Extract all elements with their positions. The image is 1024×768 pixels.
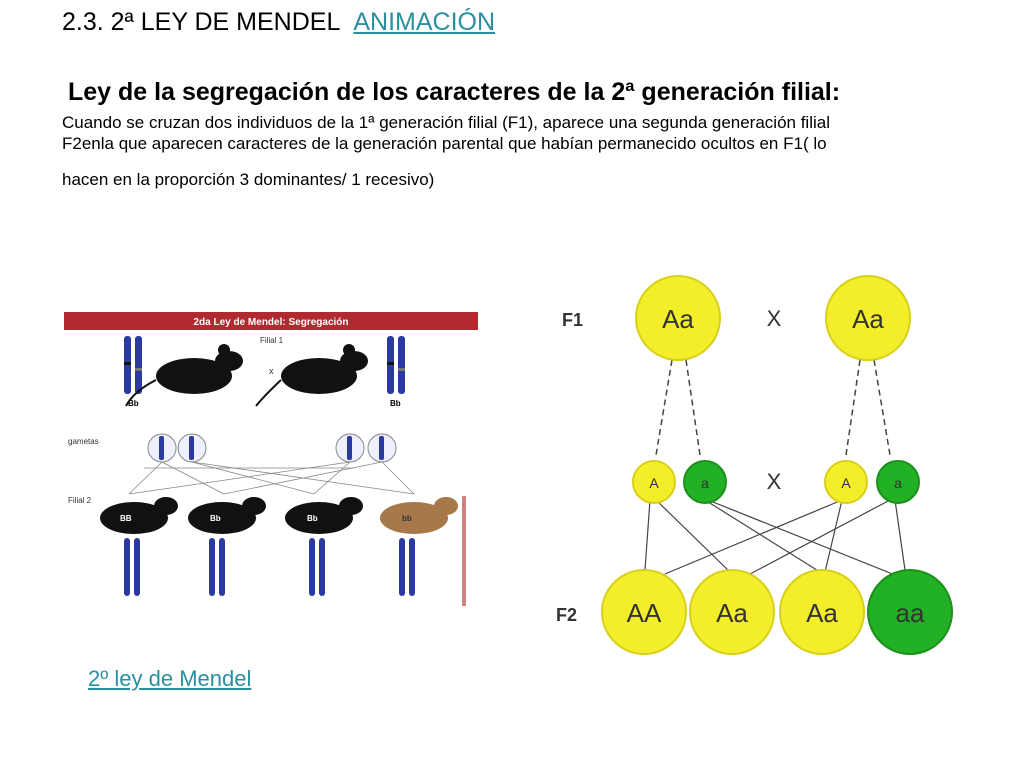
offspring-genotype-3: Bb — [307, 514, 318, 523]
offspring-mouse-3: Bb — [285, 497, 363, 534]
page-title: 2.3. 2ª LEY DE MENDEL ANIMACIÓN — [62, 8, 495, 37]
chromosome-pair-left — [124, 336, 142, 394]
offspring-genotype-1: BB — [120, 514, 132, 523]
gamete-cross-symbol: X — [767, 469, 782, 494]
gametes-label: gametas — [68, 437, 99, 446]
offspring-genotype-aa-het-2: Aa — [806, 598, 838, 628]
offspring-genotype-aa-het-1: Aa — [716, 598, 748, 628]
gamete-allele-1: A — [649, 475, 659, 491]
body-line-3: hacen en la proporción 3 dominantes/ 1 r… — [62, 170, 435, 189]
punnett-diagram: F1 F2 Aa X Aa A a X A a AA — [556, 275, 953, 655]
offspring-genotype-aa-dom: AA — [627, 598, 662, 628]
gamete-to-offspring-arrows — [644, 499, 906, 576]
gamete-allele-2: a — [701, 475, 709, 491]
parent-to-gamete-arrows — [655, 359, 891, 456]
body-line-1: Cuando se cruzan dos individuos de la 1ª… — [62, 113, 830, 132]
body-line-2: F2enla que aparecen caracteres de la gen… — [62, 134, 827, 153]
parent-circle-1: Aa — [635, 275, 721, 361]
offspring-mouse-4: bb — [380, 497, 458, 534]
section-heading: 2.3. 2ª LEY DE MENDEL — [62, 8, 340, 36]
segregation-law-heading: Ley de la segregación de los caracteres … — [68, 78, 841, 106]
gamete-chromosomes — [159, 436, 384, 460]
gamete-allele-3: A — [841, 475, 851, 491]
offspring-circle-1: AA — [601, 569, 687, 655]
offspring-genotype-2: Bb — [210, 514, 221, 523]
parent-right-genotype: Bb — [390, 399, 401, 408]
f1-label: F1 — [562, 310, 583, 330]
parent-mouse-right — [255, 344, 368, 407]
gamete-circle-4: a — [876, 460, 920, 504]
parent-cross-symbol: X — [767, 306, 782, 331]
parent-circle-2: Aa — [825, 275, 911, 361]
f2-label: F2 — [556, 605, 577, 625]
parent-left-genotype: Bb — [128, 399, 139, 408]
offspring-chromosomes — [124, 538, 415, 596]
gamete-allele-4: a — [894, 475, 902, 491]
parent-genotype-1: Aa — [662, 304, 694, 334]
gamete-circles — [147, 433, 397, 463]
chromosome-pair-right — [387, 336, 405, 394]
offspring-genotype-aa-rec: aa — [896, 598, 925, 628]
animation-link[interactable]: ANIMACIÓN — [353, 8, 496, 36]
figure-side-strip — [462, 496, 466, 606]
mendel-law-link[interactable]: 2º ley de Mendel — [88, 666, 252, 691]
mouse-segregation-figure: 2da Ley de Mendel: Segregación Filial 1 … — [64, 312, 478, 606]
gamete-cross-lines — [128, 461, 415, 495]
offspring-mouse-2: Bb — [188, 497, 266, 534]
filial2-label: Filial 2 — [68, 496, 92, 505]
parent-mouse-left — [125, 344, 243, 407]
filial1-label: Filial 1 — [260, 336, 284, 345]
body-paragraph: Cuando se cruzan dos individuos de la 1ª… — [62, 112, 962, 190]
figure-title: 2da Ley de Mendel: Segregación — [193, 317, 348, 328]
offspring-genotype-4: bb — [402, 514, 412, 523]
parent-genotype-2: Aa — [852, 304, 884, 334]
gamete-circle-2: a — [683, 460, 727, 504]
offspring-circle-3: Aa — [779, 569, 865, 655]
offspring-circle-4: aa — [867, 569, 953, 655]
cross-symbol: x — [269, 366, 274, 376]
gamete-circle-3: A — [824, 460, 868, 504]
gamete-circle-1: A — [632, 460, 676, 504]
offspring-circle-2: Aa — [689, 569, 775, 655]
offspring-mouse-1: BB — [100, 497, 178, 534]
figure-title-bar — [64, 312, 478, 330]
